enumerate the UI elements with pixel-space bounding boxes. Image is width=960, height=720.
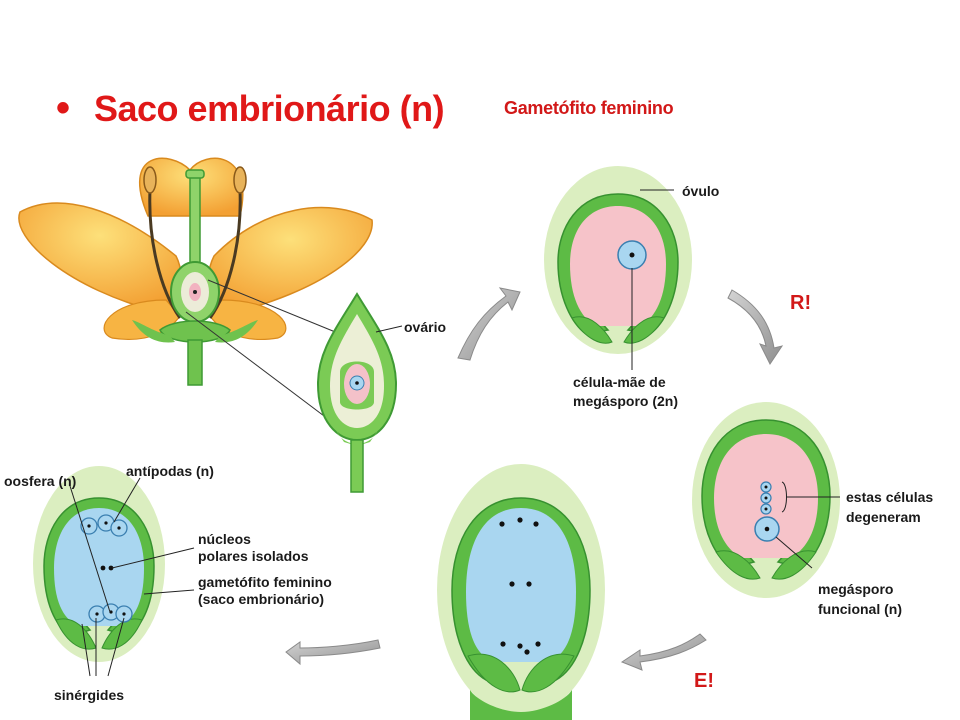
ovary-closeup: ovário <box>316 292 446 493</box>
label-megasporo-line1: megásporo <box>818 581 893 597</box>
page-subtitle: Gametófito feminino <box>504 98 674 118</box>
stage-mark-meiosis: R! <box>790 292 812 314</box>
label-megasporo-line2: funcional (n) <box>818 601 902 617</box>
label-estas-line2: degeneram <box>846 509 921 525</box>
stage-mark-mitosis: E! <box>694 670 714 692</box>
label-gametofito-line1: gametófito feminino <box>198 574 332 590</box>
label-nucleos-line2: polares isolados <box>198 548 309 564</box>
arrow-meiosis <box>727 289 784 365</box>
ovule-embryo-sac: oosfera (n) antípodas (n) núcleos polare… <box>4 463 332 703</box>
arrow-mitosis <box>620 633 707 671</box>
label-antipodas: antípodas (n) <box>126 463 214 479</box>
ovule-megaspore-mother-cell: óvulo célula-mãe de megásporo (2n) <box>544 166 719 409</box>
label-ovulo: óvulo <box>682 183 719 199</box>
label-estas-line1: estas células <box>846 489 933 505</box>
title-bullet: • <box>56 86 71 130</box>
cycle-arrows <box>285 287 784 671</box>
label-celula-mae-line1: célula-mãe de <box>573 374 666 390</box>
flower-illustration <box>18 157 373 429</box>
arrow-to-mother-cell <box>457 287 521 361</box>
label-gametofito-line2: (saco embrionário) <box>198 591 324 607</box>
label-ovario: ovário <box>404 319 446 335</box>
label-sinergides: sinérgides <box>54 687 124 703</box>
arrow-to-embryo-sac <box>285 639 381 666</box>
label-oosfera: oosfera (n) <box>4 473 76 489</box>
ovule-functional-megaspore: estas células degeneram megásporo funcio… <box>692 402 933 617</box>
ovule-eight-nucleate <box>437 464 605 720</box>
label-nucleos-line1: núcleos <box>198 531 251 547</box>
label-celula-mae-line2: megásporo (2n) <box>573 393 678 409</box>
page-title: Saco embrionário (n) <box>94 88 445 129</box>
